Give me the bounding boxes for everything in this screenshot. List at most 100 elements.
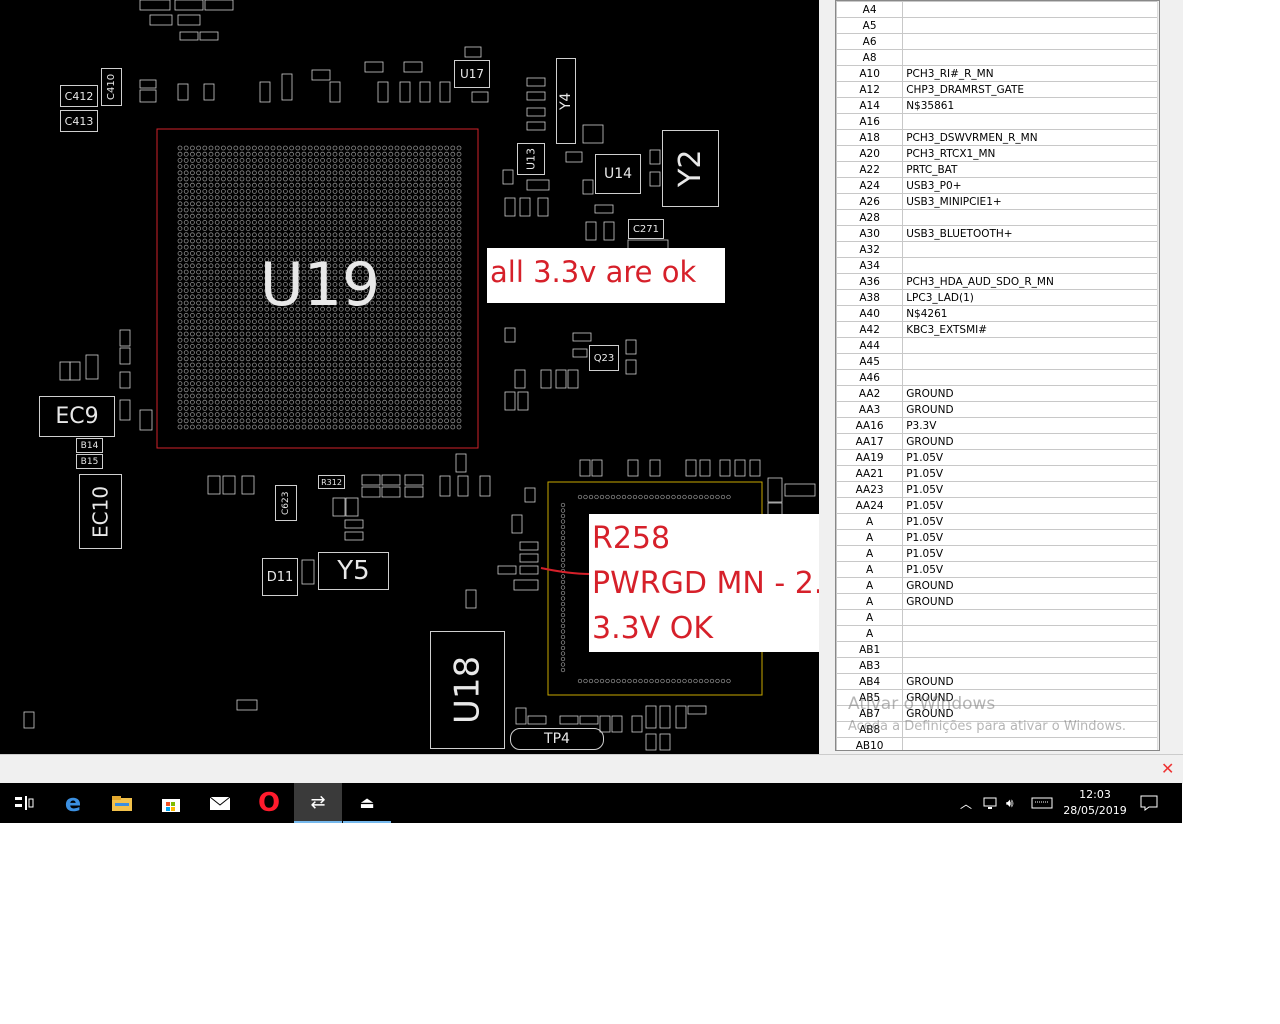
net-cell: PCH3_RTCX1_MN	[902, 145, 1159, 162]
table-row[interactable]: A45	[836, 353, 1159, 370]
component-tp4[interactable]: TP4	[510, 728, 604, 750]
edge-icon[interactable]: e	[64, 789, 82, 817]
net-cell: P1.05V	[902, 449, 1159, 466]
component-u18[interactable]: U18	[430, 631, 505, 749]
pin-cell: A18	[836, 129, 904, 146]
store-icon[interactable]	[147, 783, 195, 823]
clock[interactable]: 12:03 28/05/2019	[1060, 787, 1130, 819]
table-row[interactable]: A44	[836, 337, 1159, 354]
table-row[interactable]: A28	[836, 209, 1159, 226]
table-row[interactable]: AB3	[836, 657, 1159, 674]
pin-cell: AA2	[836, 385, 904, 402]
shuffle-app-icon[interactable]: ⇄	[294, 783, 342, 823]
close-icon[interactable]: ✕	[1161, 759, 1175, 778]
table-row[interactable]: A5	[836, 17, 1159, 34]
component-y4[interactable]: Y4	[556, 58, 576, 144]
component-c413[interactable]: C413	[60, 110, 98, 132]
volume-icon[interactable]: 🔊︎	[1006, 795, 1014, 810]
table-row[interactable]: A4	[836, 1, 1159, 18]
table-row[interactable]: A16	[836, 113, 1159, 130]
component-c410[interactable]: C410	[101, 68, 122, 106]
net-cell	[902, 257, 1159, 274]
component-u13[interactable]: U13	[517, 143, 545, 175]
table-scrollbar[interactable]: ∨	[1157, 1, 1159, 750]
table-row[interactable]: A8	[836, 49, 1159, 66]
mail-icon[interactable]	[196, 783, 244, 823]
component-u19[interactable]: U19	[259, 250, 381, 320]
keyboard-icon[interactable]	[1031, 783, 1053, 823]
pin-cell: A14	[836, 97, 904, 114]
table-row[interactable]: A6	[836, 33, 1159, 50]
table-row[interactable]: AB8	[836, 721, 1159, 738]
component-b14[interactable]: B14	[76, 438, 103, 453]
table-row[interactable]: AB1	[836, 641, 1159, 658]
net-cell: CHP3_DRAMRST_GATE	[902, 81, 1159, 98]
component-d11[interactable]: D11	[262, 558, 298, 596]
component-y5[interactable]: Y5	[318, 552, 389, 590]
network-icon[interactable]	[983, 783, 999, 823]
net-cell	[902, 369, 1159, 386]
pin-cell: AA16	[836, 417, 904, 434]
pin-cell: A42	[836, 321, 904, 338]
component-c412[interactable]: C412	[60, 85, 98, 107]
table-row[interactable]: A	[836, 609, 1159, 626]
component-b15[interactable]: B15	[76, 454, 103, 469]
component-c271[interactable]: C271	[628, 219, 664, 239]
pin-cell: A30	[836, 225, 904, 242]
bga-ball-row	[560, 494, 731, 684]
viewer-app-icon[interactable]: ⏏	[343, 783, 391, 823]
file-explorer-icon[interactable]	[98, 783, 146, 823]
component-r312[interactable]: R312	[318, 475, 345, 489]
board-view[interactable]: U19 U18 EC9 EC10 Y5 Y2 Y4 U14 U13 U17 D1…	[0, 0, 819, 754]
clock-date: 28/05/2019	[1063, 804, 1127, 817]
opera-icon[interactable]: O	[257, 788, 281, 818]
table-row[interactable]: A34	[836, 257, 1159, 274]
component-c623[interactable]: C623	[275, 485, 297, 521]
component-u14[interactable]: U14	[595, 154, 641, 194]
net-cell: N$35861	[902, 97, 1159, 114]
component-y2[interactable]: Y2	[662, 130, 719, 207]
component-u17[interactable]: U17	[454, 60, 490, 88]
notifications-icon[interactable]	[1140, 783, 1158, 823]
table-row[interactable]: A	[836, 625, 1159, 642]
component-ec9[interactable]: EC9	[39, 396, 115, 437]
task-view-icon[interactable]	[0, 783, 48, 823]
table-row[interactable]: A46	[836, 369, 1159, 386]
component-q23[interactable]: Q23	[589, 345, 619, 371]
component-ec10[interactable]: EC10	[79, 474, 122, 549]
table-row[interactable]: A32	[836, 241, 1159, 258]
show-hidden-icons-icon[interactable]: ︿	[960, 796, 973, 811]
table-row[interactable]: AB10	[836, 737, 1159, 750]
